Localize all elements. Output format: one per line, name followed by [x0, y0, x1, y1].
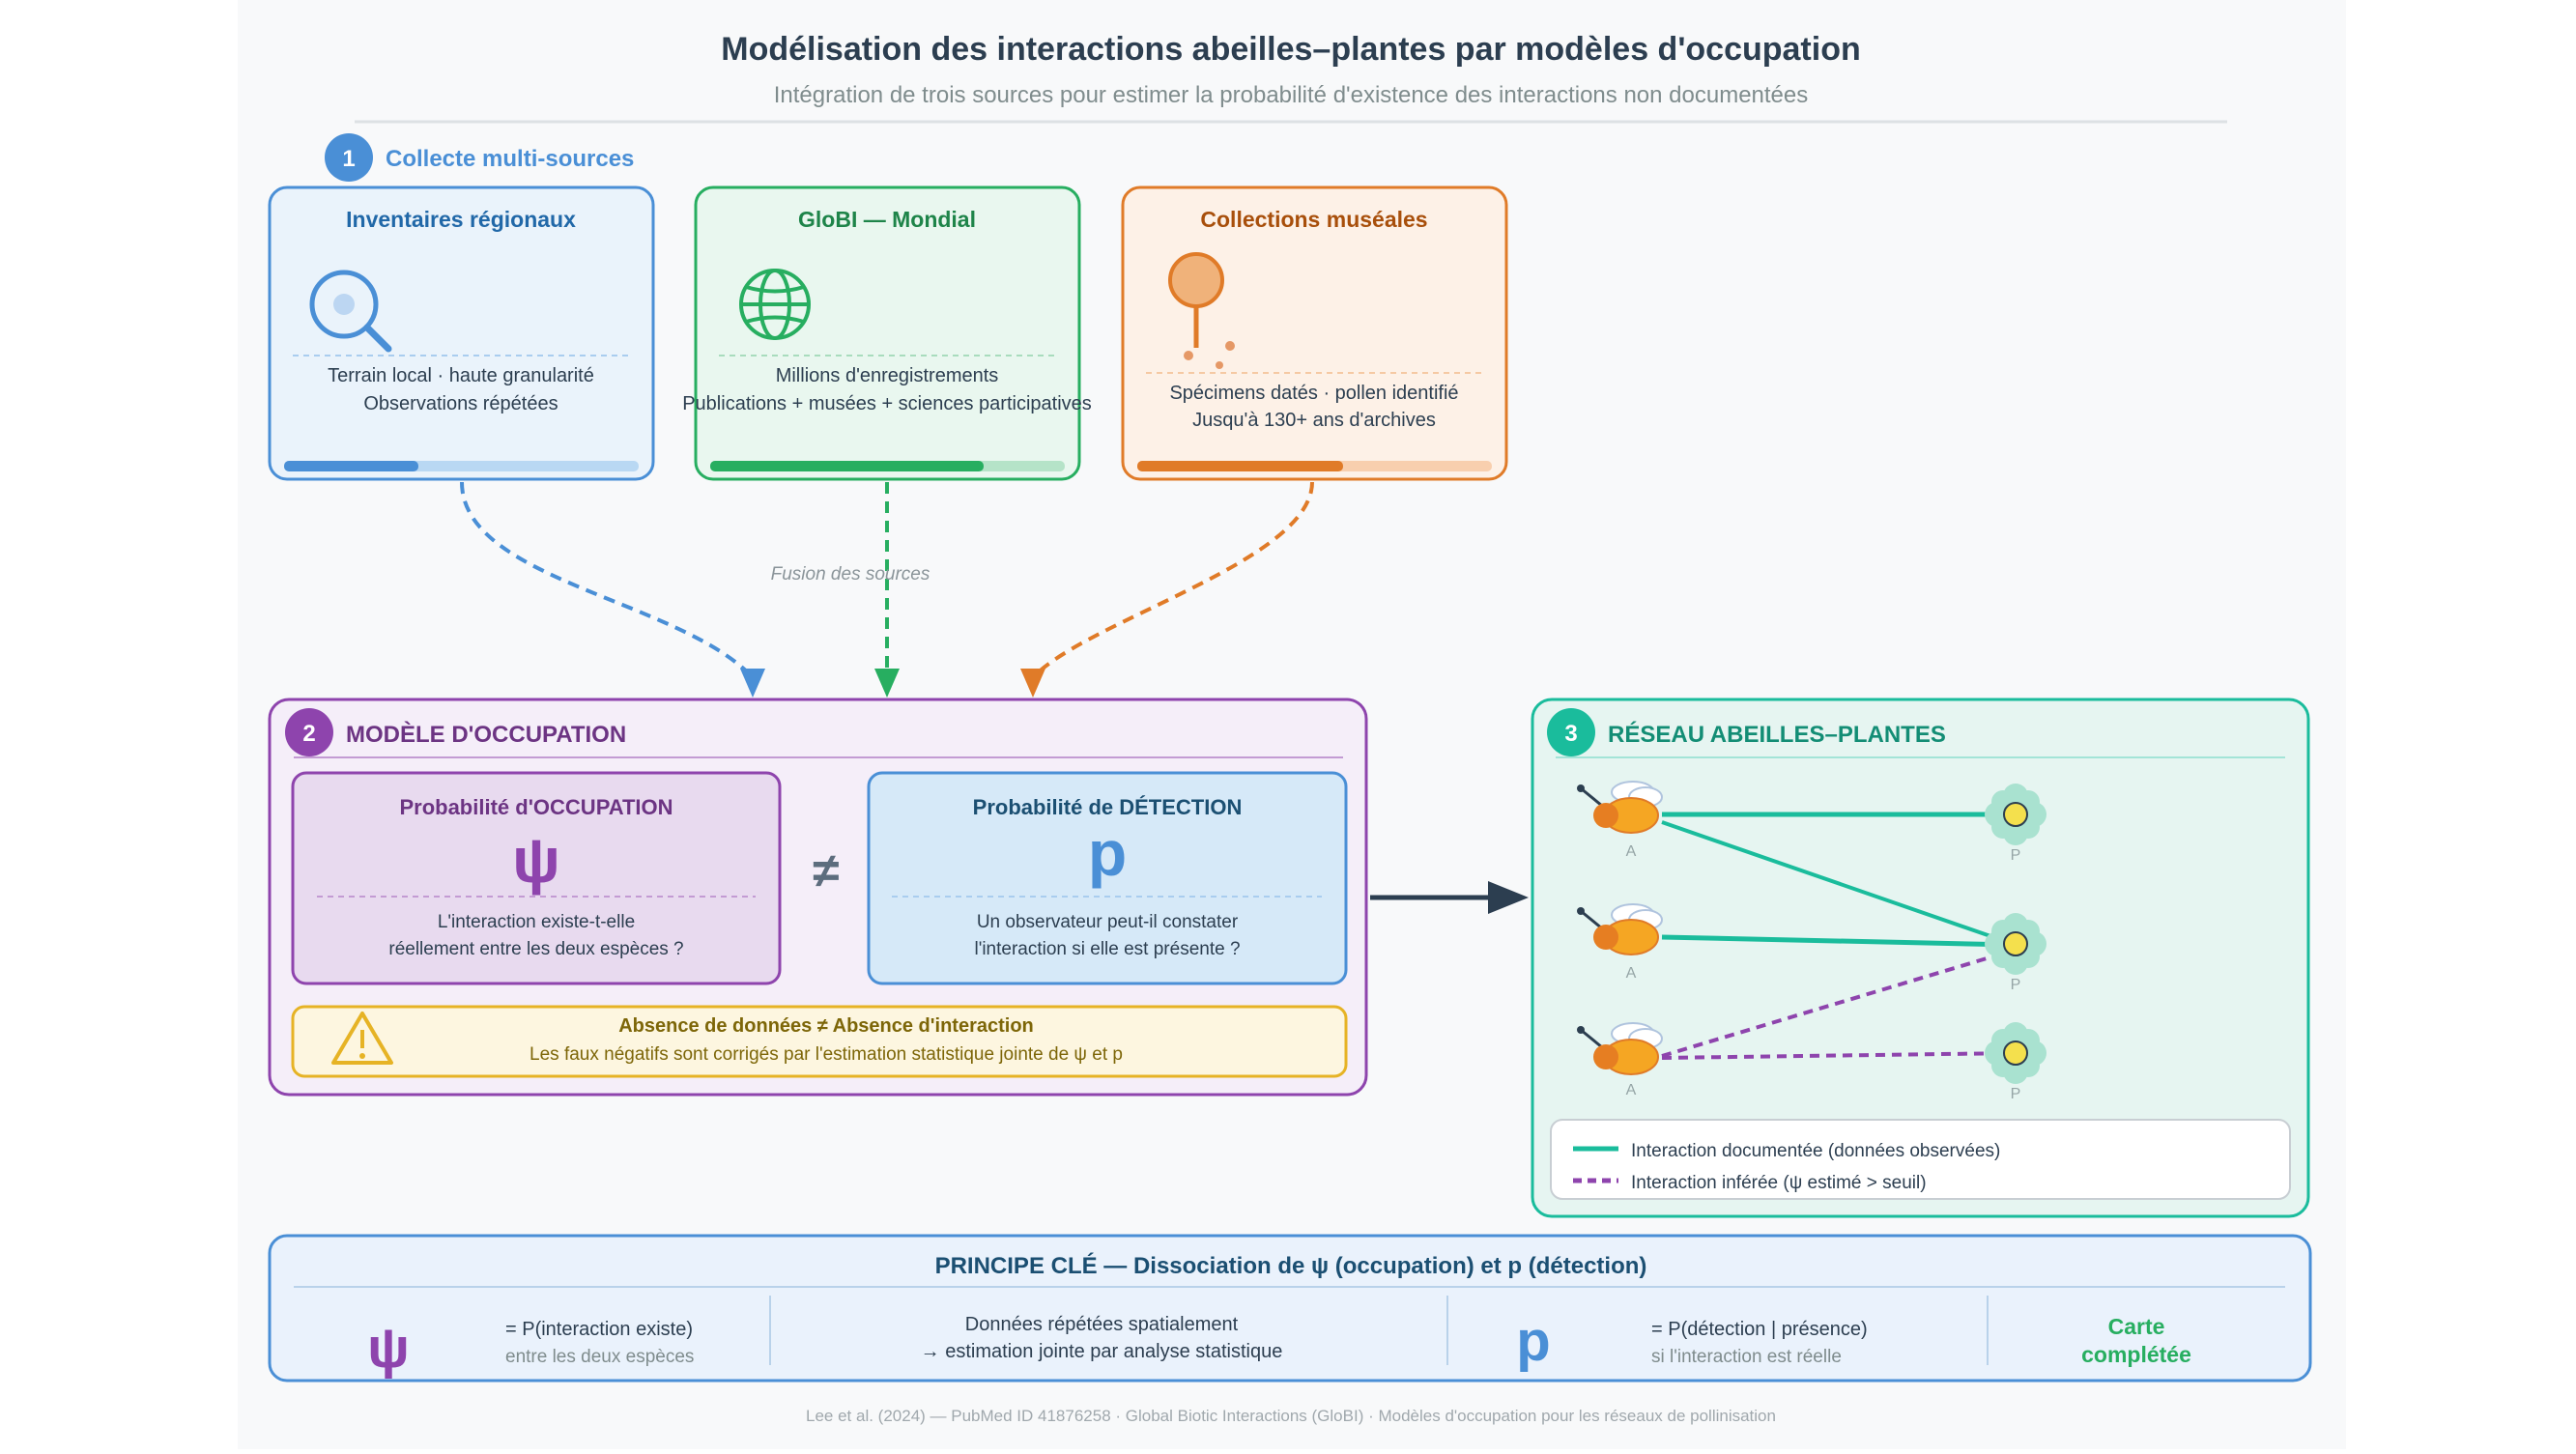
step3-number: 3	[1564, 721, 1577, 747]
plant-label: P	[2011, 847, 2021, 864]
detection-title: Probabilité de DÉTECTION	[973, 795, 1243, 819]
footer-citation: Lee et al. (2024) — PubMed ID 41876258 ·…	[806, 1407, 1776, 1425]
source-card-collections: Collections muséales Spécimens datés · p…	[1121, 185, 1508, 481]
source-card-inventaires: Inventaires régionaux Terrain local · ha…	[268, 185, 655, 481]
principle-panel: PRINCIPE CLÉ — Dissociation de ψ (occupa…	[268, 1234, 2312, 1383]
principle-p-symbol: p	[1516, 1310, 1550, 1373]
source-line2: Observations répétées	[363, 393, 558, 414]
principle-mid-line1: Données répétées spatialement	[965, 1314, 1239, 1335]
warning-text: Les faux négatifs sont corrigés par l'es…	[530, 1044, 1123, 1065]
magnifier-icon	[309, 270, 392, 353]
step1-badge	[325, 133, 373, 182]
arrowhead-blue	[740, 669, 765, 698]
source-line1: Millions d'enregistrements	[776, 365, 999, 386]
pin-specimen-icon	[1168, 252, 1235, 369]
model-to-network-arrowhead	[1488, 881, 1529, 914]
network-panel: 3 RÉSEAU ABEILLES–PLANTES A A	[1531, 698, 2310, 1218]
inferred-edge	[1661, 948, 2017, 1058]
arrowhead-orange	[1020, 669, 1045, 698]
source-title: Inventaires régionaux	[346, 207, 576, 232]
bee-label: A	[1626, 965, 1637, 982]
bee-node-2: A	[1577, 903, 1663, 982]
detection-probability-card: Probabilité de DÉTECTION p Un observateu…	[867, 771, 1348, 985]
principle-p-line2: si l'interaction est réelle	[1651, 1347, 1842, 1367]
fusion-arrow-orange	[1032, 481, 1314, 678]
principle-mid-line2: → estimation jointe par analyse statisti…	[921, 1341, 1283, 1362]
principle-psi-line1: = P(interaction existe)	[505, 1319, 693, 1340]
plant-label: P	[2011, 1086, 2021, 1102]
result-line2: complétée	[2081, 1342, 2191, 1367]
page-title: Modélisation des interactions abeilles–p…	[721, 31, 1861, 68]
plant-label: P	[2011, 977, 2021, 993]
legend-inferred-label: Interaction inférée (ψ estimé > seuil)	[1631, 1173, 1927, 1193]
documented-edge	[1661, 934, 2017, 948]
principle-p-line1: = P(détection | présence)	[1651, 1319, 1868, 1340]
model-title: MODÈLE D'OCCUPATION	[346, 721, 626, 748]
detection-line2: l'interaction si elle est présente ?	[974, 939, 1240, 959]
step1-number: 1	[342, 146, 355, 172]
principle-psi-symbol: ψ	[367, 1317, 410, 1380]
bee-node-3: A	[1577, 1022, 1663, 1098]
legend-documented-label: Interaction documentée (données observée…	[1631, 1141, 2000, 1161]
principle-title: PRINCIPE CLÉ — Dissociation de ψ (occupa…	[935, 1252, 1647, 1279]
psi-symbol: ψ	[512, 824, 560, 896]
warning-icon	[331, 1012, 393, 1065]
occupation-probability-card: Probabilité d'OCCUPATION ψ L'interaction…	[291, 771, 782, 985]
warning-title: Absence de données ≠ Absence d'interacti…	[618, 1015, 1034, 1037]
source-title: GloBI — Mondial	[798, 207, 976, 232]
step1-label: Collecte multi-sources	[386, 146, 634, 172]
bee-label: A	[1626, 1082, 1637, 1098]
step2-number: 2	[302, 721, 315, 747]
occupation-title: Probabilité d'OCCUPATION	[399, 795, 673, 819]
bee-node-1: A	[1577, 781, 1663, 860]
plant-node-3: P	[1985, 1022, 2046, 1102]
detection-line1: Un observateur peut-il constater	[977, 912, 1239, 932]
fusion-arrow-blue	[460, 481, 754, 678]
source-line1: Terrain local · haute granularité	[328, 365, 594, 386]
principle-psi-line2: entre les deux espèces	[505, 1347, 694, 1367]
step3-badge	[1547, 708, 1595, 756]
documented-edge	[1661, 820, 2017, 947]
source-card-globi: GloBI — Mondial Millions d'enregistremen…	[682, 185, 1092, 481]
bee-label: A	[1626, 843, 1637, 860]
warning-box: Absence de données ≠ Absence d'interacti…	[291, 1005, 1348, 1078]
source-title: Collections muséales	[1200, 207, 1427, 232]
occupation-line1: L'interaction existe-t-elle	[438, 912, 635, 932]
globe-icon	[739, 269, 811, 340]
occupation-model-panel: 2 MODÈLE D'OCCUPATION Probabilité d'OCCU…	[268, 698, 1368, 1097]
plant-node-2: P	[1985, 913, 2046, 993]
page-subtitle: Intégration de trois sources pour estime…	[774, 82, 1809, 108]
p-symbol: p	[1088, 817, 1127, 889]
network-legend: Interaction documentée (données observée…	[1550, 1119, 2291, 1200]
source-level-fill	[1137, 461, 1343, 471]
result-line1: Carte	[2108, 1314, 2165, 1339]
arrowhead-green	[874, 669, 900, 698]
source-line2: Jusqu'à 130+ ans d'archives	[1192, 410, 1436, 431]
source-line2: Publications + musées + sciences partici…	[682, 393, 1092, 414]
source-line1: Spécimens datés · pollen identifié	[1169, 383, 1458, 404]
occupation-line2: réellement entre les deux espèces ?	[388, 939, 683, 959]
source-level-fill	[284, 461, 418, 471]
source-level-fill	[710, 461, 984, 471]
plant-node-1: P	[1985, 784, 2046, 864]
network-title: RÉSEAU ABEILLES–PLANTES	[1608, 721, 1946, 748]
fusion-label: Fusion des sources	[771, 564, 930, 584]
not-equal-sign: ≠	[813, 843, 839, 898]
step2-badge	[285, 708, 333, 756]
